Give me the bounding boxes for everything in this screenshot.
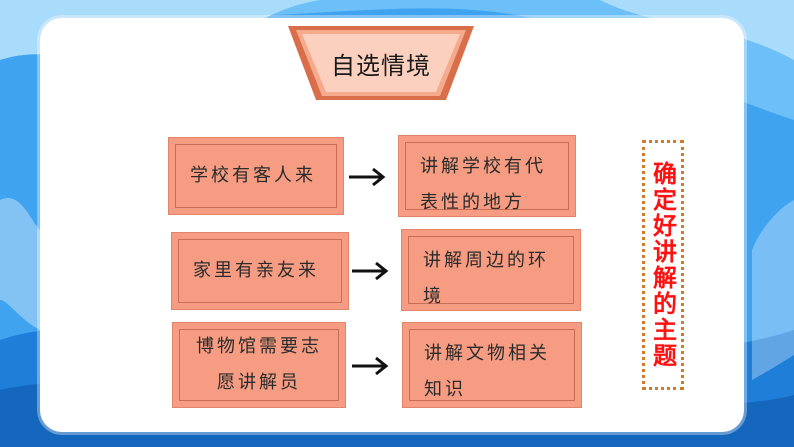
scenario-label-1: 学校有客人来 [175,144,337,208]
page-title: 自选情境 [331,51,431,80]
arrow-right-icon [352,261,389,281]
task-label-3: 讲解文物相关知识 [409,329,575,401]
topic-box: 确定好讲解的主题 [642,140,684,390]
scenario-label-2: 家里有亲友来 [178,239,342,303]
topic-label: 确定好讲解的主题 [648,161,677,369]
task-box-2: 讲解周边的环境 [401,229,581,311]
scenario-box-2: 家里有亲友来 [171,232,349,310]
task-box-1: 讲解学校有代表性的地方 [398,135,576,217]
arrow-right-icon [352,356,389,376]
title-banner-shape [288,26,474,100]
arrow-right-icon [349,167,386,187]
scenario-box-1: 学校有客人来 [168,137,344,215]
title-banner: 自选情境 [288,22,474,104]
task-label-2: 讲解周边的环境 [408,236,574,307]
scenario-label-3: 博物馆需要志愿讲解员 [179,329,339,401]
task-label-1: 讲解学校有代表性的地方 [405,142,569,213]
task-box-3: 讲解文物相关知识 [402,322,582,408]
scenario-box-3: 博物馆需要志愿讲解员 [172,322,346,408]
